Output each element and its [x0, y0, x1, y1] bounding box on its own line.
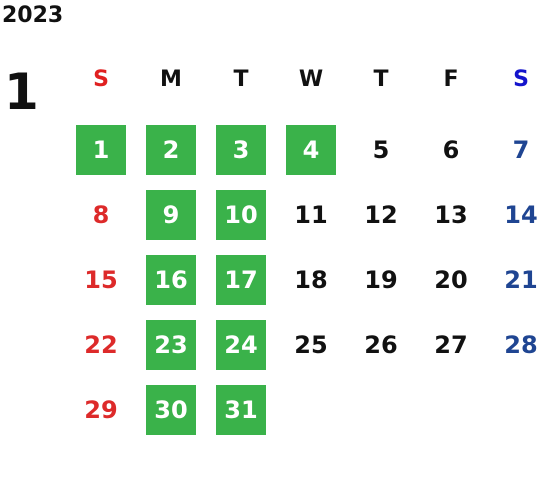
date-cell[interactable]: 29: [84, 396, 118, 424]
date-cell[interactable]: 4: [286, 125, 336, 175]
date-cell[interactable]: 13: [434, 201, 468, 229]
date-cell[interactable]: 16: [146, 255, 196, 305]
date-cell[interactable]: 19: [364, 266, 398, 294]
date-cell[interactable]: 14: [504, 201, 538, 229]
date-cell[interactable]: 22: [84, 331, 118, 359]
date-cell[interactable]: 31: [216, 385, 266, 435]
date-cell[interactable]: 2: [146, 125, 196, 175]
weekday-saturday: S: [513, 67, 529, 92]
date-cell[interactable]: 25: [294, 331, 328, 359]
date-cell[interactable]: 28: [504, 331, 538, 359]
date-cell[interactable]: 27: [434, 331, 468, 359]
weekday-sunday: S: [93, 67, 109, 92]
date-cell[interactable]: 21: [504, 266, 538, 294]
year-label: 2023: [2, 3, 64, 28]
month-label: 1: [4, 63, 39, 121]
date-cell[interactable]: 17: [216, 255, 266, 305]
date-cell[interactable]: 18: [294, 266, 328, 294]
date-cell[interactable]: 26: [364, 331, 398, 359]
weekday-friday: F: [443, 67, 459, 92]
date-cell[interactable]: 5: [372, 136, 390, 164]
date-cell[interactable]: 6: [442, 136, 460, 164]
date-cell[interactable]: 3: [216, 125, 266, 175]
date-cell[interactable]: 12: [364, 201, 398, 229]
date-cell[interactable]: 15: [84, 266, 118, 294]
date-cell[interactable]: 23: [146, 320, 196, 370]
date-cell[interactable]: 30: [146, 385, 196, 435]
weekday-thursday: T: [373, 67, 389, 92]
date-cell[interactable]: 10: [216, 190, 266, 240]
date-cell[interactable]: 1: [76, 125, 126, 175]
date-cell[interactable]: 9: [146, 190, 196, 240]
weekday-monday: M: [160, 67, 182, 92]
date-cell[interactable]: 8: [92, 201, 110, 229]
date-cell[interactable]: 7: [512, 136, 530, 164]
date-cell[interactable]: 20: [434, 266, 468, 294]
date-cell[interactable]: 11: [294, 201, 328, 229]
weekday-tuesday: T: [233, 67, 249, 92]
weekday-wednesday: W: [298, 67, 324, 92]
date-cell[interactable]: 24: [216, 320, 266, 370]
